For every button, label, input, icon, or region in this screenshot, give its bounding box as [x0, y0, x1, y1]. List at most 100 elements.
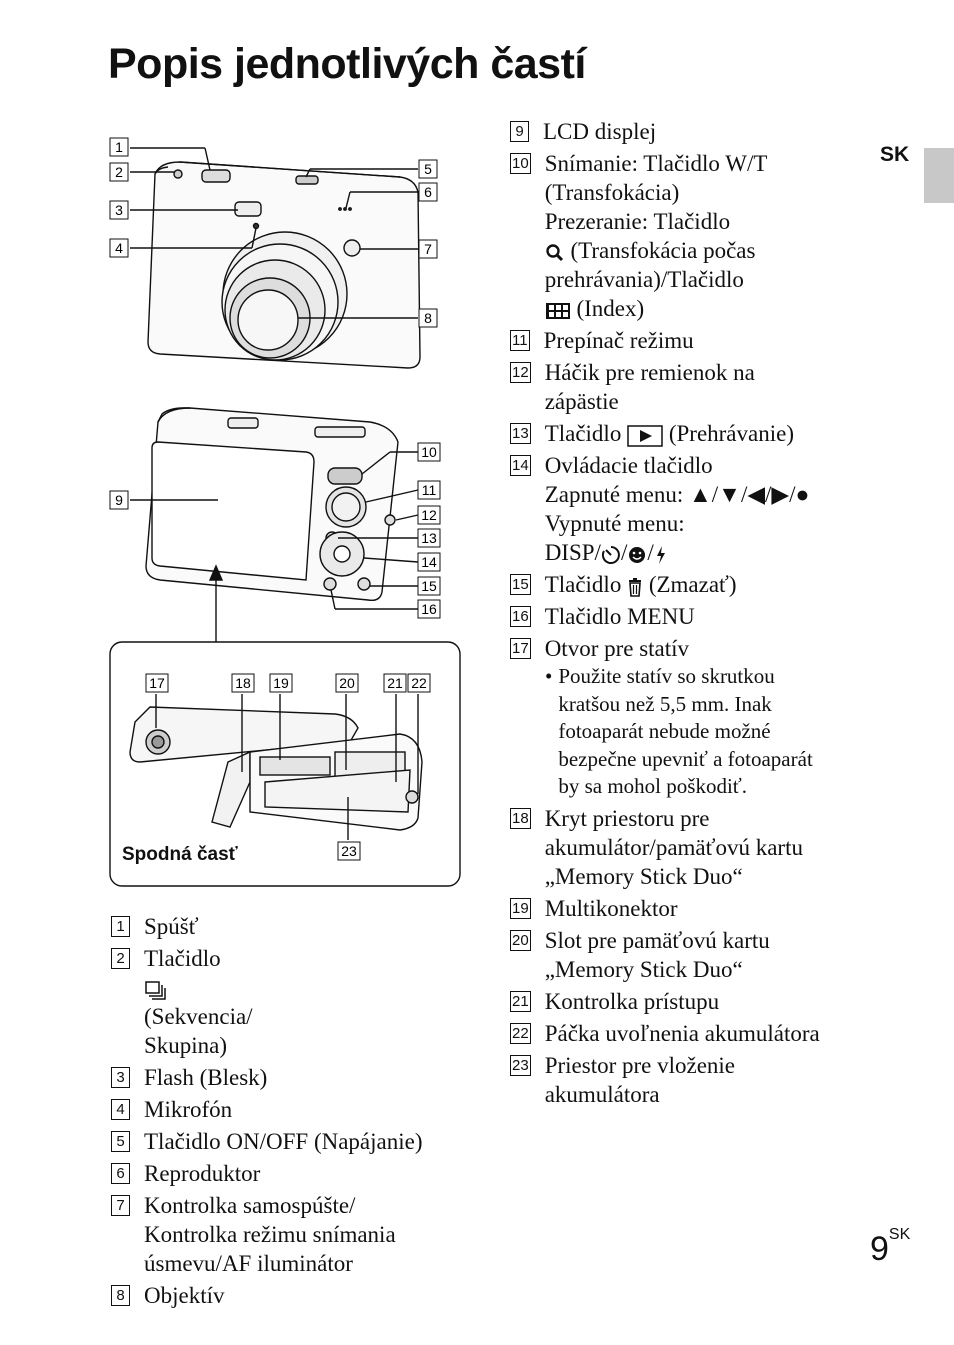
item-number: 6 — [111, 1163, 130, 1184]
item-text: Objektív — [144, 1283, 225, 1308]
item-number: 11 — [510, 330, 530, 351]
callout-19: 19 — [273, 675, 289, 691]
callout-18: 18 — [235, 675, 251, 691]
callout-22: 22 — [411, 675, 427, 691]
play-icon — [627, 424, 663, 447]
camera-parts-diagram: 1 2 3 4 5 6 7 8 9 10 11 12 13 14 15 16 1… — [109, 137, 461, 887]
callout-12: 12 — [421, 507, 437, 523]
zoom-magnifier-icon — [545, 244, 563, 261]
item-text: Páčka uvoľnenia akumulátora — [544, 1020, 820, 1046]
callout-23: 23 — [341, 843, 357, 859]
item-number: 7 — [111, 1195, 130, 1216]
bottom-view-label: Spodná časť — [122, 844, 239, 865]
item-text: Snímanie: Tlačidlo W/T (Transfokácia) Pr… — [544, 151, 768, 321]
item-number: 14 — [510, 455, 531, 476]
item-number: 15 — [510, 574, 531, 595]
item-number: 2 — [111, 948, 130, 969]
item-text: Tlačidlo (Zmazať) — [544, 572, 737, 597]
item-text: Kontrolka prístupu — [544, 988, 720, 1014]
item-number: 9 — [510, 121, 529, 142]
item-number: 18 — [510, 807, 531, 829]
item-text: Háčik pre remienok na zápästie — [544, 360, 755, 414]
callout-15: 15 — [421, 578, 437, 594]
page-number: 9SK — [870, 1226, 911, 1268]
item-number: 20 — [510, 929, 531, 951]
page-title: Popis jednotlivých častí — [108, 40, 586, 88]
item-number: 19 — [510, 897, 531, 919]
flash-icon — [656, 545, 665, 564]
item-number: 17 — [510, 638, 531, 659]
item-text: Flash (Blesk) — [144, 1065, 268, 1090]
callout-17: 17 — [149, 675, 165, 691]
callout-21: 21 — [387, 675, 403, 691]
item-number: 8 — [111, 1285, 130, 1306]
list-item: 3 Flash (Blesk) — [111, 1063, 491, 1092]
item-text: Reproduktor — [144, 1161, 261, 1186]
bottom-camera-body — [129, 706, 359, 763]
list-item: 8 Objektív — [111, 1281, 491, 1310]
list-item: 12 Háčik pre remienok na zápästie — [510, 358, 870, 416]
item-text: Ovládacie tlačidlo Zapnuté menu: ▲/▼/◀/▶… — [544, 453, 810, 565]
list-item: 15 Tlačidlo (Zmazať) — [510, 570, 870, 599]
shutter-button-drawing — [201, 169, 231, 183]
item-number: 12 — [510, 362, 531, 383]
list-item: 2 Tlačidlo (Sekvencia/ Skupina) — [111, 944, 491, 1060]
list-item: 6 Reproduktor — [111, 1159, 491, 1188]
item-text: Spúšť — [144, 914, 199, 939]
flash-drawing — [234, 201, 262, 217]
callout-1: 1 — [115, 139, 123, 155]
diagram-callouts: 1 2 3 4 5 6 7 8 9 10 11 12 13 14 15 16 1… — [109, 137, 441, 861]
item-number: 22 — [510, 1022, 531, 1044]
item-text: Multikonektor — [544, 895, 678, 921]
callout-16: 16 — [421, 601, 437, 617]
callout-9: 9 — [115, 492, 123, 508]
lcd-screen-drawing — [151, 441, 315, 581]
callout-14: 14 — [421, 554, 437, 570]
item-text: Tlačidlo (Prehrávanie) — [544, 421, 794, 447]
list-item: 1 Spúšť — [111, 912, 491, 941]
item-text: LCD displej — [543, 119, 657, 144]
item-number: 10 — [510, 153, 531, 174]
trash-icon — [629, 577, 642, 597]
callout-11: 11 — [422, 482, 437, 498]
item-text: Tlačidlo (Sekvencia/ Skupina) — [144, 946, 253, 1058]
callout-10: 10 — [421, 444, 437, 460]
item-text: Prepínač režimu — [543, 328, 694, 353]
list-item: 21 Kontrolka prístupu — [510, 987, 870, 1016]
callout-7: 7 — [424, 241, 432, 257]
item-number: 21 — [510, 990, 531, 1012]
list-item: 13 Tlačidlo (Prehrávanie) — [510, 419, 870, 448]
list-item: 5 Tlačidlo ON/OFF (Napájanie) — [111, 1127, 491, 1156]
list-item: 19 Multikonektor — [510, 894, 870, 923]
item-number: 1 — [111, 916, 130, 937]
language-tab-label: SK — [880, 143, 910, 166]
item-number: 3 — [111, 1067, 130, 1088]
burst-icon — [145, 980, 166, 1000]
parts-list-left: 1 Spúšť 2 Tlačidlo (Sekvencia/ Skupina) 3… — [111, 912, 491, 1313]
list-item: 10 Snímanie: Tlačidlo W/T (Transfokácia)… — [510, 149, 870, 323]
smile-icon — [629, 546, 646, 563]
parts-list-right: 9 LCD displej 10 Snímanie: Tlačidlo W/T (… — [510, 117, 870, 1112]
tripod-note: •Použite statív so skrutkou kratšou než … — [545, 664, 813, 798]
list-item: 9 LCD displej — [510, 117, 870, 146]
index-grid-icon — [545, 302, 570, 319]
item-text: Otvor pre statív — [544, 636, 690, 661]
callout-13: 13 — [421, 530, 437, 546]
item-text: Tlačidlo MENU — [544, 604, 695, 629]
callout-5: 5 — [424, 161, 432, 177]
callout-6: 6 — [424, 184, 432, 200]
item-text: Tlačidlo ON/OFF (Napájanie) — [144, 1129, 423, 1154]
list-item: 14 Ovládacie tlačidlo Zapnuté menu: ▲/▼/… — [510, 451, 870, 567]
item-number: 16 — [510, 606, 531, 627]
item-number: 13 — [510, 423, 531, 444]
callout-3: 3 — [115, 202, 123, 218]
callout-8: 8 — [424, 310, 432, 326]
callout-20: 20 — [339, 675, 355, 691]
item-text: Mikrofón — [144, 1097, 233, 1122]
item-number: 5 — [111, 1131, 130, 1152]
list-item: 22 Páčka uvoľnenia akumulátora — [510, 1019, 870, 1048]
